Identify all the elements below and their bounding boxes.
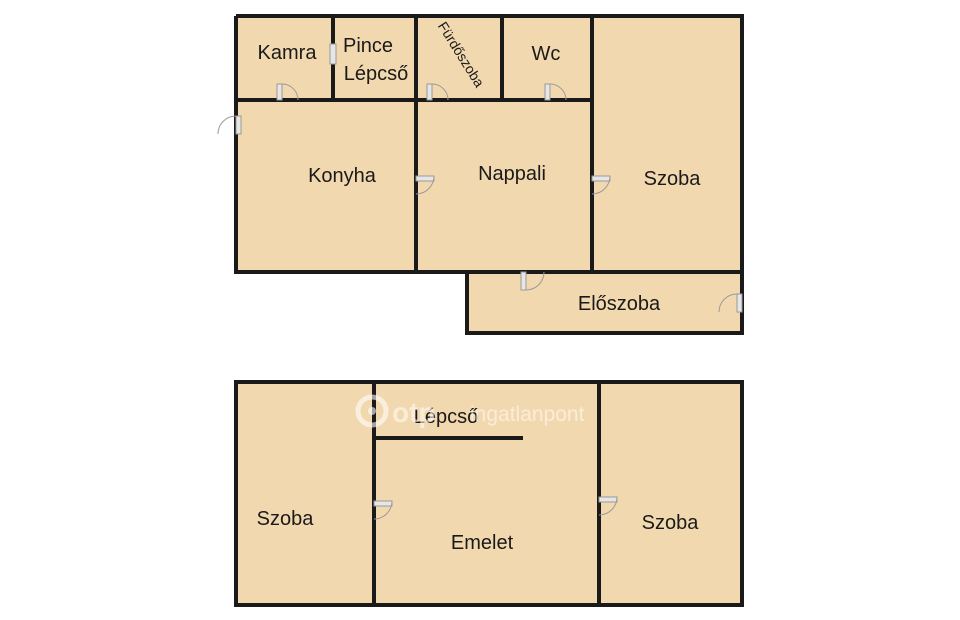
upper-floor-fill: [236, 382, 742, 605]
door-icon: [373, 500, 393, 520]
room-label-emelet: Emelet: [451, 532, 514, 554]
upper-floor-outer-wall: [234, 380, 744, 607]
room-label-pince: Pince: [343, 35, 393, 57]
room-label-eloszoba: Előszoba: [578, 293, 661, 315]
room-label-szoba-right: Szoba: [642, 512, 700, 534]
room-label-kamra: Kamra: [258, 42, 318, 64]
room-label-pince-lepcso: Lépcső: [344, 63, 409, 85]
watermark-brand: otp: [392, 397, 436, 428]
ground-floor: Kamra Pince Lépcső Fürdőszoba Wc Konyha …: [217, 14, 744, 335]
ground-floor-outer-wall: [234, 14, 744, 335]
room-label-konyha: Konyha: [308, 165, 377, 187]
door-icon: [329, 43, 337, 65]
door-icon: [718, 293, 743, 313]
door-icon: [591, 175, 611, 195]
room-label-szoba-left: Szoba: [257, 508, 315, 530]
upper-floor: Szoba Lépcső Emelet Szoba: [234, 380, 744, 607]
door-icon: [520, 271, 545, 291]
door-icon: [544, 83, 567, 101]
otp-logo-icon: [355, 394, 389, 428]
eloszoba-fill: [467, 272, 742, 333]
room-label-wc: Wc: [532, 43, 561, 65]
watermark-text: ingatlanpont: [470, 403, 585, 426]
room-label-lepcso: Lépcső: [414, 406, 479, 428]
door-icon: [217, 115, 242, 135]
room-label-szoba: Szoba: [644, 168, 702, 190]
door-icon: [598, 496, 618, 516]
room-label-nappali: Nappali: [478, 163, 546, 185]
door-icon: [276, 83, 299, 101]
otp-watermark: otp ingatlanpont: [355, 394, 585, 428]
door-icon: [426, 83, 449, 101]
ground-floor-fill: [236, 16, 742, 272]
door-icon: [415, 175, 435, 195]
